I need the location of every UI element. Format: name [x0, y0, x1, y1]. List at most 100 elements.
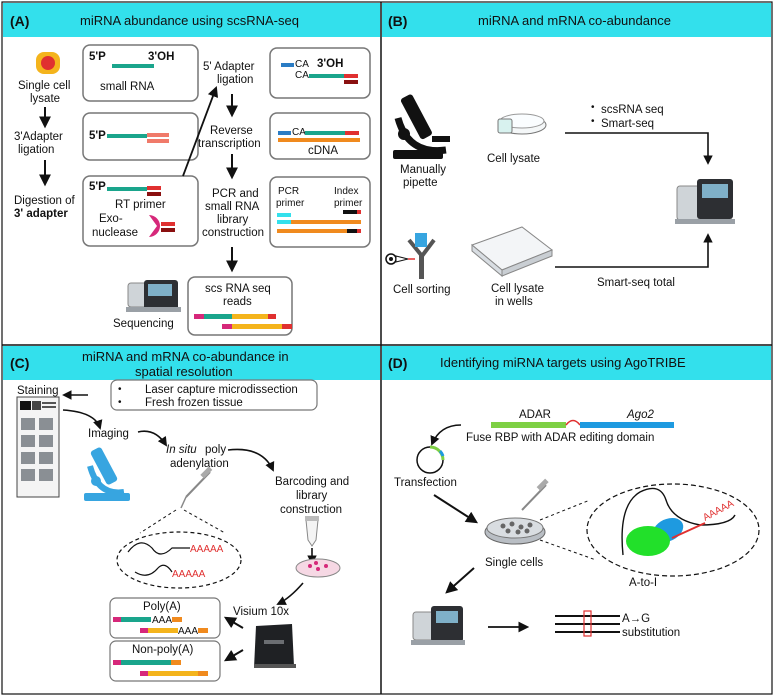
cdna-rna-strand [305, 131, 345, 135]
small-rna-box [82, 44, 199, 102]
cdna-box [269, 112, 371, 160]
read-2-seg-2 [232, 324, 282, 329]
ago2-label: Ago2 [626, 409, 654, 421]
pcr-library-label-4: construction [202, 227, 264, 239]
panel-a-title: miRNA abundance using scsRNA-seq [80, 13, 299, 28]
read-2-seg-1 [222, 324, 232, 329]
polya-box [109, 597, 221, 639]
sequencer-icon-d [411, 606, 465, 645]
digestion-adapter-top [147, 186, 161, 190]
method-1: scsRNA seq [601, 104, 664, 116]
tissue-option-2: Fresh frozen tissue [145, 397, 243, 409]
method-2: Smart-seq [601, 118, 654, 130]
pipette-icon-c [180, 466, 213, 509]
polya-tail-1: AAAAA [190, 544, 224, 555]
smart-seq-total-label: Smart-seq total [597, 277, 675, 289]
digestion-rna-strand [107, 187, 147, 191]
three-oh-label-2: 3'OH [317, 58, 343, 70]
panel-a-letter: (A) [10, 13, 29, 29]
adapter-strand-bottom [147, 139, 169, 143]
panel-b-letter: (B) [388, 13, 407, 29]
non-polya-label: Non-poly(A) [132, 644, 194, 656]
ca-label-1: CA [295, 59, 309, 70]
option-bullet-2: • [118, 397, 122, 408]
zoom-line-c1 [139, 509, 177, 534]
option-bullet-1: • [118, 384, 122, 395]
arrow-d-plasmid [430, 424, 462, 446]
digestion-label-2: 3' adapter [14, 208, 68, 220]
arrow-c-polya-box [223, 616, 244, 629]
read-1-seg-2 [204, 314, 232, 319]
three-adapter-label-2: ligation [18, 144, 54, 156]
pcr-library-label-1: PCR and [212, 188, 259, 200]
tube-icon [305, 516, 319, 547]
read-1-seg-1 [194, 314, 204, 319]
reads-box [187, 276, 293, 336]
pcr-library-label-3: library [217, 214, 249, 226]
ca-label-2: CA [295, 70, 309, 81]
read-1-seg-4 [268, 314, 276, 319]
five-p-label-2: 5'P [89, 130, 106, 142]
arrow-b1 [565, 132, 713, 165]
non-polya-box [109, 640, 221, 682]
fusion-linker [565, 419, 581, 426]
arrow-to-five-adapter [182, 85, 219, 177]
rt-primer-label: RT primer [115, 199, 166, 211]
sequencer-icon-b [675, 179, 735, 224]
ago2-domain-bar [580, 422, 674, 428]
bullet-1: • [591, 102, 595, 113]
nonpolya-read-2-seg-3 [198, 671, 208, 676]
five-adapter-box [269, 47, 371, 99]
digestion-box [82, 175, 199, 247]
pcr-strand-2 [277, 229, 347, 233]
barcoding-label-2: library [296, 490, 328, 502]
microscope-icon [393, 94, 450, 159]
cell-lysate-wells-label-1: Cell lysate [491, 283, 544, 295]
substitution-label: substitution [622, 627, 680, 639]
arrow-c-nonpolya-box [223, 649, 244, 662]
zoom-circle-d [586, 483, 760, 577]
panel-a-header [3, 3, 380, 37]
zoom-line-d1 [539, 499, 591, 521]
nonpolya-read-1-seg-2 [121, 660, 171, 665]
microscope-blue-icon [84, 447, 130, 501]
arrow-d-sequencer [445, 567, 475, 594]
a-to-g-label: A→G [622, 613, 650, 625]
polya-read-1-seg-3 [172, 617, 182, 622]
pipette-icon-d [521, 478, 549, 511]
agotribe-complex-icon [626, 517, 706, 556]
pcr-strand-1 [291, 220, 361, 224]
cdna-strand [278, 138, 360, 142]
tissue-options-box [110, 379, 318, 411]
mrna-curve-1 [127, 542, 190, 555]
exonuclease-pacman-icon [149, 215, 160, 237]
bullet-2: • [591, 116, 595, 127]
reverse-transcription-label-1: Reverse [210, 125, 253, 137]
nonpolya-read-1-seg-1 [113, 660, 121, 665]
staining-label: Staining [17, 385, 59, 397]
ligation-rna-strand [107, 134, 147, 138]
arrow-c-barcoding [227, 448, 275, 472]
adar-domain-bar [491, 422, 566, 428]
transfection-label: Transfection [394, 477, 457, 489]
five-box-adapter-top [344, 74, 358, 78]
nonpolya-read-1-seg-3 [171, 660, 181, 665]
exonuclease-label-1: Exo- [99, 213, 123, 225]
arrow-c-visium [276, 582, 304, 605]
sequencing-label: Sequencing [113, 318, 174, 330]
zoom-line-c2 [183, 509, 226, 534]
single-cell-lysate-label-2: lysate [30, 93, 60, 105]
five-box-rna-strand [309, 74, 344, 78]
nonpolya-read-2-seg-2 [148, 671, 198, 676]
three-oh-label: 3'OH [148, 51, 174, 63]
small-rna-label: small RNA [100, 81, 155, 93]
cdna-adapter-top [345, 131, 359, 135]
poly-label: poly [205, 444, 226, 456]
in-situ-label: In situ [166, 444, 197, 456]
barcoding-label-1: Barcoding and [275, 476, 349, 488]
polya-read-1-seg-2 [121, 617, 151, 622]
reverse-transcription-label-2: transcription [198, 138, 261, 150]
polya-read-2-seg-1 [140, 628, 148, 633]
